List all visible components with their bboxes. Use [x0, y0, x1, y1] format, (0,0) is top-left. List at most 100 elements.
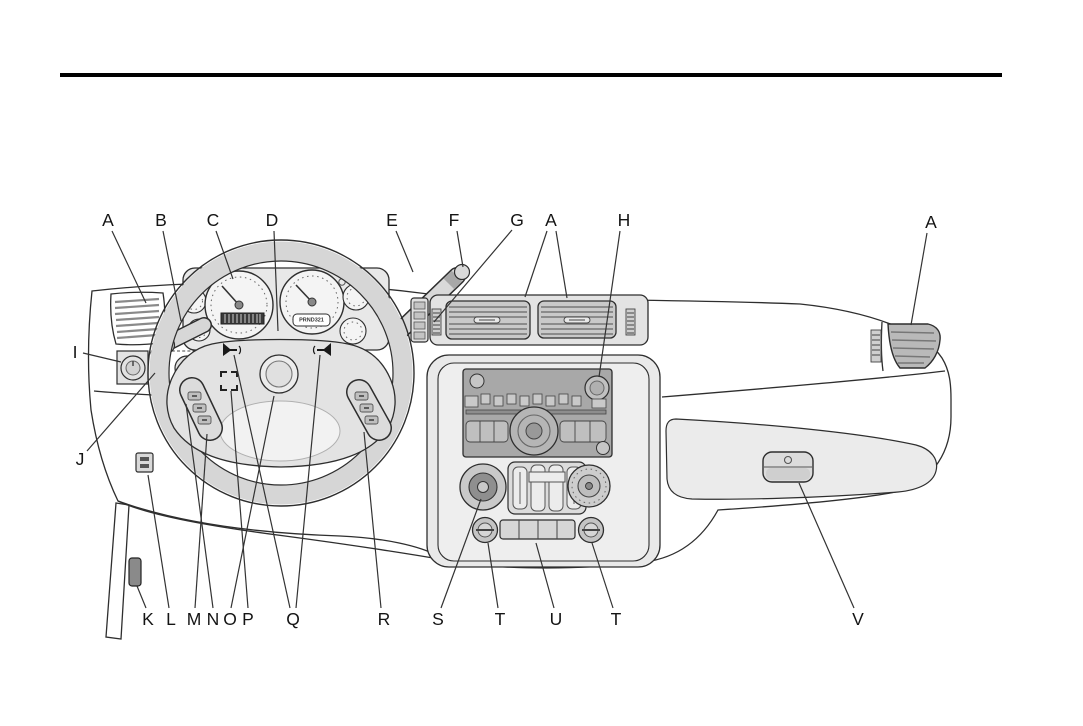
- radio-power-knob: [469, 373, 485, 389]
- lower-left-controls: [105, 452, 154, 640]
- callout-letter-L: L: [166, 609, 176, 629]
- pad-lower-face: [219, 400, 341, 462]
- leader-line-L: [147, 474, 170, 609]
- right-spoke-controls: [346, 379, 392, 441]
- callout-letter-J: J: [76, 449, 85, 469]
- leader-line-H: [598, 230, 621, 378]
- leader-line-K: [136, 585, 147, 609]
- right-air-vent: [870, 323, 941, 369]
- callout-letter-G: G: [510, 210, 524, 230]
- glove-box-latch: [762, 451, 814, 483]
- radio-preset-buttons: [464, 393, 607, 409]
- callout-letter-Q: Q: [286, 609, 300, 629]
- lower-switch-glyph: [140, 464, 149, 468]
- lower-control-row: [471, 516, 605, 544]
- callout-letter-B: B: [155, 210, 167, 230]
- dic-button-column: [410, 297, 429, 343]
- leader-line-Q: [295, 354, 321, 609]
- vent-side-strip: [431, 308, 442, 336]
- steering-wheel: [147, 239, 415, 507]
- wheel-rim: [149, 241, 413, 505]
- leader-line-N: [185, 403, 214, 609]
- leader-line-F: [456, 230, 464, 268]
- callout-letter-T: T: [495, 609, 506, 629]
- wiper-lever-tip: [453, 263, 471, 281]
- wiper-lever-band: [443, 270, 463, 290]
- leader-line-Q: [233, 354, 291, 609]
- radio-right-buttons: [559, 420, 607, 443]
- radio-unit: [462, 368, 613, 458]
- leader-line-A: [910, 232, 928, 326]
- release-handle: [128, 557, 142, 587]
- leader-line-V: [798, 482, 855, 609]
- callout-letter-A: A: [545, 210, 557, 230]
- leader-line-A: [111, 230, 147, 304]
- cluster-display-segments: [224, 314, 261, 323]
- dash-pad-crease: [661, 370, 946, 398]
- callout-letter-U: U: [550, 609, 563, 629]
- radio-left-buttons: [465, 420, 509, 443]
- radio-aux-knob: [596, 441, 610, 455]
- leader-line-O: [230, 395, 275, 609]
- leader-line-J: [86, 372, 156, 452]
- center-vent-left: [445, 300, 531, 340]
- slider-bridge: [528, 471, 566, 483]
- dashed-bracket: [220, 371, 238, 391]
- left-spoke-controls: [179, 377, 223, 441]
- callout-letter-A: A: [925, 212, 937, 232]
- leader-line-C: [215, 230, 234, 280]
- callout-letter-M: M: [187, 609, 202, 629]
- lower-switch: [135, 452, 154, 473]
- climate-controls: [459, 461, 611, 515]
- parking-brake-lever: [105, 502, 130, 640]
- vent-side-strip: [625, 308, 636, 336]
- left-vent-louvers: [114, 297, 160, 340]
- leader-line-P: [230, 390, 249, 609]
- dash-left-crease: [93, 390, 153, 396]
- callout-letter-A: A: [102, 210, 114, 230]
- dash-lower-crease: [117, 500, 439, 557]
- latch-lock: [783, 455, 793, 465]
- callout-letter-C: C: [207, 210, 220, 230]
- dash-right-crease: [880, 321, 884, 372]
- page-top-rule: [60, 73, 1002, 77]
- callout-letter-V: V: [852, 609, 864, 629]
- callout-letter-N: N: [207, 609, 220, 629]
- cluster-display: [220, 312, 265, 325]
- leader-line-E: [395, 230, 414, 273]
- leader-line-I: [82, 352, 122, 363]
- center-vent-right: [537, 300, 617, 339]
- leader-line-U: [535, 542, 555, 609]
- leader-line-G: [433, 229, 513, 323]
- leader-line-D: [273, 230, 279, 332]
- leader-line-A: [524, 230, 548, 298]
- callout-letter-S: S: [432, 609, 444, 629]
- horn-icon: [223, 343, 242, 356]
- center-stack: [426, 354, 661, 568]
- callout-letter-R: R: [378, 609, 391, 629]
- leader-line-T: [591, 542, 614, 609]
- callout-letter-P: P: [242, 609, 254, 629]
- glove-box: [665, 418, 938, 500]
- leader-line-S: [440, 498, 482, 609]
- callout-letter-O: O: [223, 609, 237, 629]
- vent-side-strip: [870, 329, 882, 363]
- callout-letter-I: I: [73, 342, 78, 362]
- callout-letter-E: E: [386, 210, 398, 230]
- horn-icon: [312, 343, 331, 356]
- gear-indicator-window: [292, 313, 331, 327]
- callout-letter-T: T: [611, 609, 622, 629]
- leader-line-R: [363, 431, 382, 609]
- leader-line-B: [162, 230, 182, 322]
- callout-letter-H: H: [618, 210, 631, 230]
- callout-letter-D: D: [266, 210, 279, 230]
- leader-line-T: [487, 542, 499, 609]
- gear-indicator-text: PRND321: [299, 318, 324, 324]
- lower-switch-glyph: [140, 457, 149, 461]
- callout-letter-F: F: [449, 210, 460, 230]
- callout-letter-K: K: [142, 609, 154, 629]
- center-air-vents: [429, 294, 649, 346]
